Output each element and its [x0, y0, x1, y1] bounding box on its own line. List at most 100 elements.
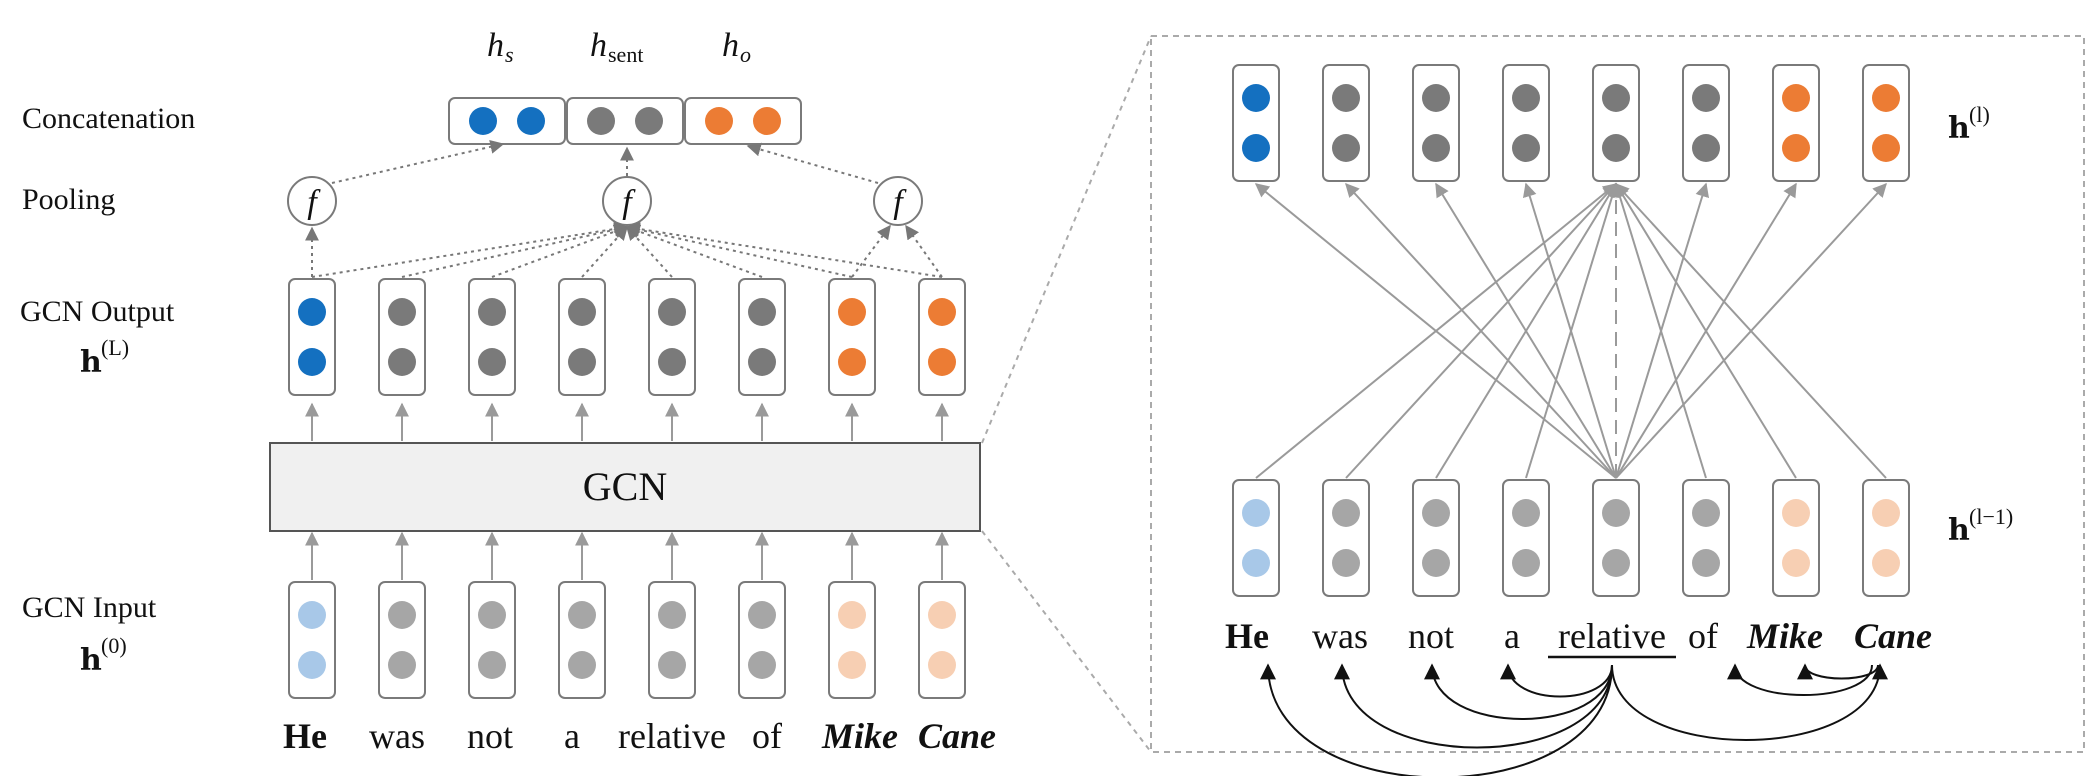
- output-cell-3: [558, 278, 606, 396]
- head-label-object: h o: [722, 27, 751, 67]
- input-cell-4: [648, 581, 696, 699]
- bottom-cell-4: [1592, 479, 1640, 597]
- svg-text:o: o: [740, 42, 751, 67]
- neuron-dot: [928, 651, 956, 679]
- bottom-cell-3: [1502, 479, 1550, 597]
- head-label-subject: h s: [487, 27, 514, 67]
- gcn-input-symbol: h (0): [80, 633, 127, 678]
- neuron-dot: [1602, 499, 1630, 527]
- left-word-6: Mike: [821, 716, 898, 756]
- layer-l-symbol: h (l): [1948, 102, 1990, 146]
- cell-frame: [1592, 479, 1640, 597]
- dotted-to-sentence-7: [625, 222, 943, 278]
- cell-frame: [918, 581, 966, 699]
- neuron-dot: [1512, 84, 1540, 112]
- dotted-to-sentence-3: [581, 225, 628, 278]
- cell-frame: [1862, 479, 1910, 597]
- zoom-frame: [1150, 35, 2085, 753]
- output-cell-0: [288, 278, 336, 396]
- arc-to-not: [1424, 663, 1613, 720]
- left-word-5: of: [752, 716, 782, 756]
- cell-frame: [1322, 64, 1370, 182]
- right-word-5: of: [1688, 616, 1718, 656]
- neuron-dot: [1242, 549, 1270, 577]
- neuron-dot: [838, 601, 866, 629]
- cell-frame: [1862, 64, 1910, 182]
- bottom-cell-0: [1232, 479, 1280, 597]
- neuron-dot: [748, 348, 776, 376]
- neuron-dot: [298, 601, 326, 629]
- gcn-output-label: GCN Output: [20, 295, 175, 328]
- neuron-dot: [658, 651, 686, 679]
- right-word-2: not: [1408, 616, 1454, 656]
- concatenation-vector: [448, 97, 802, 145]
- output-cell-1: [378, 278, 426, 396]
- neuron-dot: [928, 298, 956, 326]
- arc-to-was: [1334, 663, 1613, 749]
- neuron-dot: [1602, 549, 1630, 577]
- concat-box-subject: [448, 97, 566, 145]
- cell-frame: [1682, 64, 1730, 182]
- neuron-dot: [1242, 134, 1270, 162]
- concat-frame: [566, 97, 684, 145]
- pool-circle: [287, 176, 337, 226]
- neuron-dot: [388, 348, 416, 376]
- head-label-sentence: h sent: [590, 27, 643, 67]
- gcn-input-cells: [288, 581, 966, 699]
- neuron-dot: [1422, 549, 1450, 577]
- neuron-dot: [748, 601, 776, 629]
- left-word-4: relative: [618, 716, 726, 756]
- output-cell-4: [648, 278, 696, 396]
- neuron-dot: [1332, 499, 1360, 527]
- cell-frame: [1412, 64, 1460, 182]
- svg-text:h: h: [487, 27, 504, 64]
- neuron-dot: [1422, 134, 1450, 162]
- cell-frame: [1412, 479, 1460, 597]
- cell-frame: [828, 581, 876, 699]
- gcn-box-label: GCN: [583, 464, 667, 509]
- input-cell-2: [468, 581, 516, 699]
- neuron-dot: [838, 298, 866, 326]
- dotted-object-up-b: [905, 224, 943, 278]
- top-cell-4: [1592, 64, 1640, 182]
- cell-frame: [1502, 64, 1550, 182]
- dotted-to-sentence-5: [625, 224, 763, 278]
- svg-text:s: s: [505, 42, 514, 67]
- cell-frame: [828, 278, 876, 396]
- pool-node-sentence: f: [602, 176, 652, 226]
- arc-to-cane: [1611, 663, 1888, 741]
- neuron-dot: [1782, 549, 1810, 577]
- neuron-dot: [1872, 84, 1900, 112]
- output-cell-7: [918, 278, 966, 396]
- top-cell-7: [1862, 64, 1910, 182]
- cell-frame: [1772, 479, 1820, 597]
- neuron-dot: [1602, 134, 1630, 162]
- cell-frame: [378, 581, 426, 699]
- neuron-dot: [1782, 84, 1810, 112]
- gcn-input-h: h: [80, 643, 102, 678]
- neuron-dot: [1692, 499, 1720, 527]
- input-cell-5: [738, 581, 786, 699]
- pooling-connections: [305, 139, 943, 278]
- left-word-2: not: [467, 716, 513, 756]
- neuron-dot: [1512, 499, 1540, 527]
- neuron-dot: [1332, 549, 1360, 577]
- cell-frame: [1772, 64, 1820, 182]
- right-word-7: Cane: [1854, 616, 1932, 656]
- neuron-dot: [388, 298, 416, 326]
- concat-head-labels: h s h sent h o: [487, 27, 751, 67]
- concat-box-object: [684, 97, 802, 145]
- cell-frame: [468, 581, 516, 699]
- edge-7-to-head: [1615, 182, 1887, 479]
- output-cell-6: [828, 278, 876, 396]
- arc-to-a: [1500, 663, 1613, 698]
- gcn-output-cells: [288, 278, 966, 396]
- neuron-dot: [705, 107, 733, 135]
- gcn-arrows: [305, 402, 949, 580]
- top-cell-1: [1322, 64, 1370, 182]
